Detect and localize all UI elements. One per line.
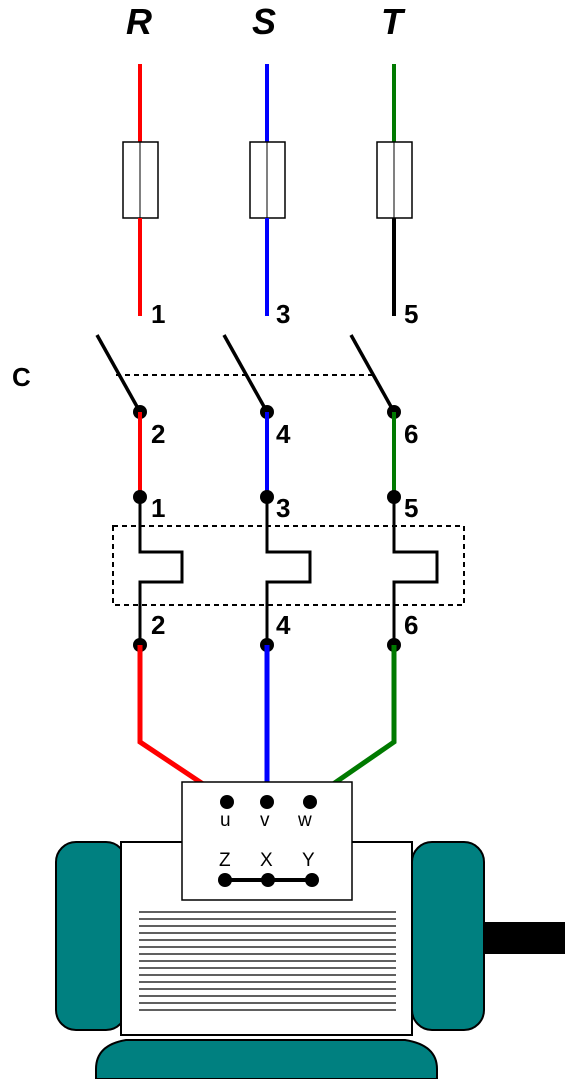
contactor-bottom-number-2: 2 [151,419,165,449]
thermal-element-1 [138,497,184,645]
contactor-top-number-5: 5 [404,299,418,329]
motor-cooling-fins [139,911,396,1011]
contactor-top-number-3: 3 [276,299,290,329]
contactor-top-number-1: 1 [151,299,165,329]
motor-terminal-label-v: v [260,810,270,831]
contactor-bottom-number-6: 6 [404,419,418,449]
contactor-blade-2 [222,334,269,413]
motor-shaft [484,922,565,954]
motor-terminal-y [305,873,319,887]
phase-label-t: T [381,1,406,42]
relay-top-number-1: 1 [151,493,165,523]
motor-terminal-u [220,795,234,809]
motor-end-cap-right [411,841,485,1031]
relay-bottom-number-6: 6 [404,610,418,640]
contactor-blade-3 [349,334,396,413]
motor-end-cap-left [55,841,127,1031]
motor-terminal-label-x: X [260,850,273,871]
overload-relay-box [112,525,465,606]
thermal-element-3 [392,497,439,645]
motor-terminal-w [303,795,317,809]
motor-terminal-label-w: w [297,810,312,831]
thermal-element-2 [265,497,312,645]
motor-terminal-z [218,873,232,887]
motor-terminal-label-u: u [220,810,231,831]
contactor-blade-1 [95,334,142,413]
relay-top-number-3: 3 [276,493,290,523]
contactor-bottom-number-4: 4 [276,419,291,449]
phase-label-s: S [252,1,276,42]
relay-top-number-5: 5 [404,493,418,523]
phase-label-r: R [126,1,152,42]
wire-t-motor [308,645,397,803]
wire-r-motor [137,645,229,803]
motor-terminal-v [260,795,274,809]
motor-terminal-label-z: Z [219,850,231,871]
relay-bottom-number-2: 2 [151,610,165,640]
relay-bottom-number-4: 4 [276,610,291,640]
motor-terminal-x [261,873,275,887]
motor-terminal-label-y: Y [302,850,315,871]
contactor-label: C [12,362,31,392]
motor-base [95,1039,438,1079]
